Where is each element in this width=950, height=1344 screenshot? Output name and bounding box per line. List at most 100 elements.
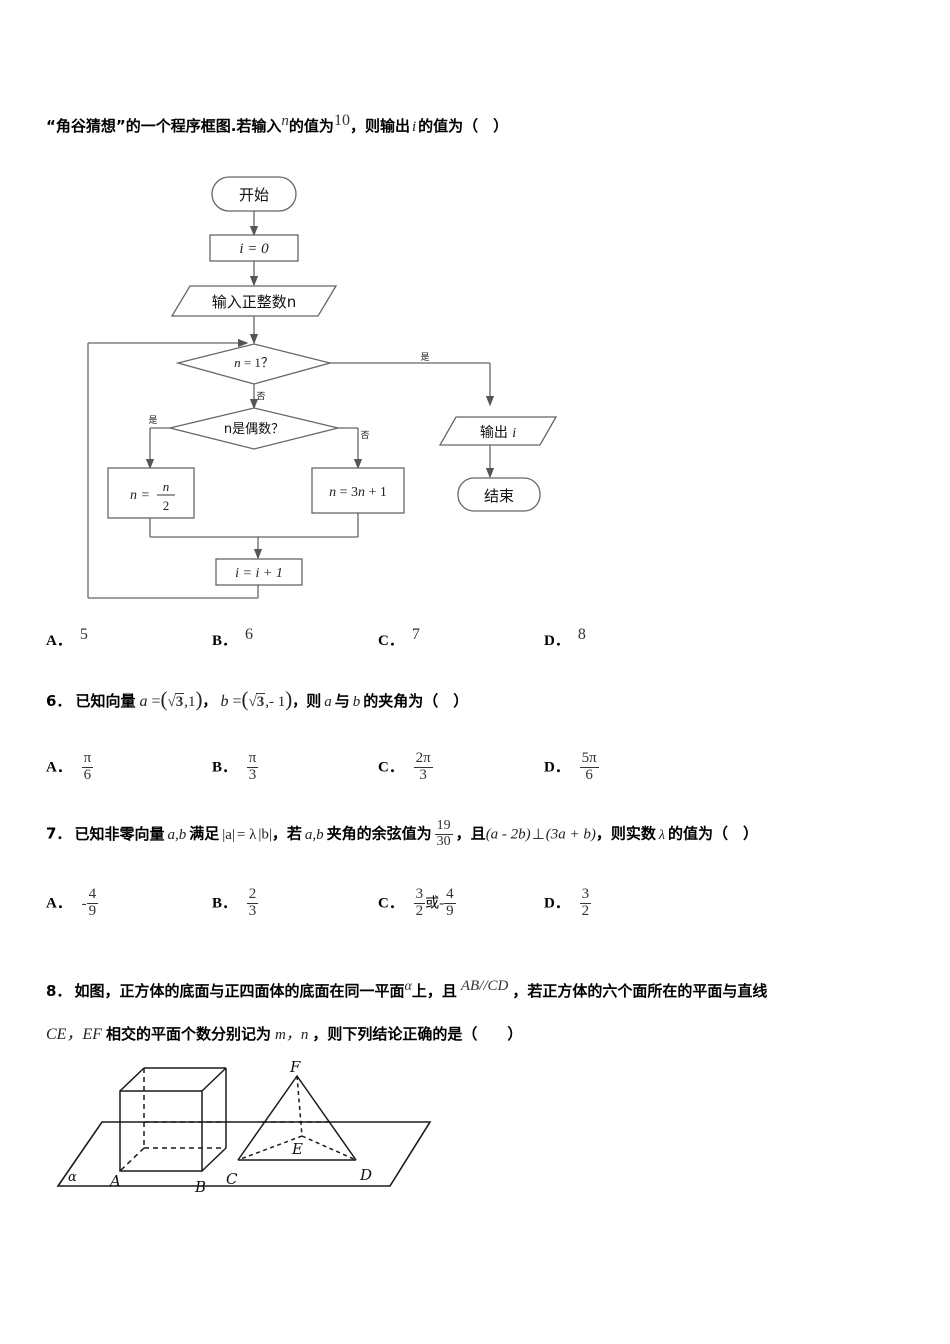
figure-label-alpha: α — [68, 1170, 77, 1185]
question8-line2-c: ，则下列结论正确的是（ ） — [312, 1025, 523, 1043]
question5-option-A[interactable]: A． 5 — [46, 626, 88, 650]
program-flowchart: 开始 i = 0 输入正整数n n = 1？ n是偶数？ n = n 2 — [87, 176, 558, 599]
question7-perp-right: (3a + b) — [545, 826, 596, 843]
flow-node-assign-half: n = n 2 — [107, 467, 195, 519]
option-value: 6 — [245, 626, 254, 643]
question8-line1-b: 上，且 — [411, 981, 457, 1000]
question7-vars-ab2: a,b — [304, 826, 324, 843]
question6-number: 6． — [46, 692, 72, 710]
question7-stem-e: ，且 — [455, 824, 486, 843]
figure-cube — [119, 1067, 227, 1172]
question6-vec-b: b — [220, 693, 229, 710]
question5-option-B[interactable]: B．6 — [212, 626, 253, 650]
figure-label-F: F — [289, 1058, 301, 1076]
flow-node-input-n-label: 输入正整数n — [212, 293, 297, 311]
question5-option-D[interactable]: D． 8 — [544, 626, 586, 650]
question6-stem-c: 与 — [334, 692, 350, 710]
flow-node-start-label: 开始 — [239, 186, 269, 204]
figure-tetrahedron — [237, 1074, 357, 1161]
question6-vec-a: a — [139, 693, 148, 710]
flow-node-assign-half-den: 2 — [163, 498, 170, 513]
flow-node-input-n: 输入正整数n — [170, 285, 338, 317]
question5-option-C[interactable]: C． 7 — [378, 626, 420, 650]
question7-perp-left: (a - 2b) — [485, 826, 531, 843]
flow-edge-label-even-no: 否 — [360, 430, 369, 441]
question7-number: 7． — [46, 824, 72, 843]
question5-stem-prefix: “角谷猜想”的一个程序框图.若输入 — [46, 117, 282, 136]
flow-node-decision-n-eq-1-label: n = 1？ — [234, 355, 274, 370]
question7-stem-b: 满足 — [189, 824, 220, 843]
question8-line2-b: 相交的平面个数分别记为 — [106, 1025, 272, 1043]
figure-label-A: A — [108, 1172, 121, 1190]
question6-stem-a: 已知向量 — [75, 692, 136, 710]
question8-figure: α A B C D E F — [56, 1058, 432, 1196]
flow-node-assign-3n1: n = 3n + 1 — [311, 467, 405, 514]
question7-stem-c: ，若 — [271, 824, 302, 843]
flow-node-increment-i: i = i + 1 — [215, 558, 303, 586]
question6-stem-b: 则 — [306, 692, 322, 710]
flow-node-decision-n-eq-1: n = 1？ — [175, 343, 333, 385]
question7-eq-lambda: = λ — [236, 826, 257, 843]
question7-abs-b: |b| — [258, 826, 272, 843]
option-label: B． — [212, 895, 238, 912]
option-label: C． — [378, 759, 404, 776]
option-value: 5 — [79, 626, 88, 643]
flow-node-decision-n-even: n是偶数？ — [169, 407, 339, 450]
question8-line1-a: 如图，正方体的底面与正四面体的底面在同一平面 — [74, 981, 405, 1000]
flow-edge-label-yes: 是 — [420, 352, 429, 363]
flow-node-assign-3n1-label: n = 3n + 1 — [329, 485, 387, 500]
flow-node-end-label: 结束 — [484, 487, 514, 505]
option-value: 8 — [577, 626, 586, 643]
question7-stem-g: 的值为（ ） — [667, 824, 758, 843]
question7-abs-a: |a| — [222, 826, 235, 843]
question5-stem-suffix-b: 的值为（ ） — [418, 117, 509, 136]
question5-options: A． 5 B．6 C． 7 D． 8 — [0, 618, 950, 664]
figure-label-E: E — [291, 1140, 303, 1158]
question8-number: 8． — [46, 981, 72, 1000]
option-value: 7 — [411, 626, 420, 643]
option-label: A． — [46, 633, 72, 649]
flow-node-output-i: 输出 i — [438, 416, 558, 446]
question7-stem-f: ，则实数 — [595, 824, 656, 843]
option-label: D． — [544, 895, 570, 912]
question7-stem-a: 已知非零向量 — [74, 824, 165, 843]
option-label: D． — [544, 633, 570, 649]
flow-edge-label-even-yes: 是 — [148, 415, 157, 426]
question5-stem-mid: 的值为 — [288, 117, 334, 136]
option-label: A． — [46, 895, 72, 912]
option-sign: - — [81, 895, 87, 912]
question7-vars-ab: a,b — [167, 826, 187, 843]
question5-stem-var: n — [281, 113, 289, 129]
question8-vars-mn: m，n — [275, 1027, 309, 1043]
option-label: D． — [544, 759, 570, 776]
option-label: C． — [378, 633, 404, 649]
flow-node-init-i: i = 0 — [209, 234, 299, 262]
flow-node-assign-half-lhs: n = — [130, 488, 150, 503]
question5-stem-var2: i — [411, 119, 417, 136]
flow-node-decision-n-even-label: n是偶数？ — [224, 422, 284, 437]
question8-line2-vars: CE，EF — [46, 1026, 102, 1043]
option-sign-2: - — [439, 895, 445, 912]
option-conjunction: 或 — [425, 896, 440, 912]
